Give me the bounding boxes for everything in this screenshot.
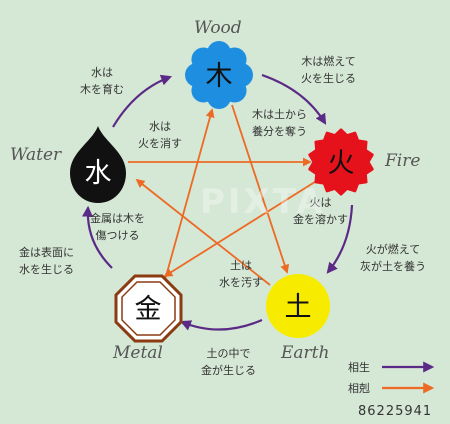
arrow-earth-to-metal <box>179 318 263 331</box>
arrow-water-to-wood <box>112 74 173 128</box>
water-node: 水 <box>70 126 126 203</box>
arrow-earth-to-water <box>135 178 271 286</box>
metal-octagon <box>114 274 183 343</box>
caption-wood-earth: 木は土から 養分を奪う <box>252 108 307 138</box>
wood-node: 木 <box>185 41 253 109</box>
caption-metal-wood: 金属は木を 傷つける <box>90 212 145 242</box>
wood-english-label: Wood <box>194 18 242 38</box>
wood-core <box>195 51 243 99</box>
earth-english-label: Earth <box>281 343 330 363</box>
wood-kanji: 木 <box>206 61 233 92</box>
arrow-fire-to-earth <box>326 204 354 274</box>
metal-octagon-inner <box>121 281 176 336</box>
caption-earth-metal: 土の中で 金が生じる <box>201 347 256 377</box>
caption-earth-water: 土は 水を汚す <box>219 259 263 289</box>
arrow-metal-to-wood <box>164 108 215 281</box>
fire-kanji: 火 <box>328 148 355 179</box>
earth-circle <box>266 274 330 338</box>
caption-fire-earth: 火が燃えて 灰が土を養う <box>360 243 426 273</box>
caption-water-wood: 水は 木を育む <box>80 66 124 96</box>
legend-overcoming-label: 相剋 <box>348 382 370 395</box>
caption-fire-metal: 火は 金を溶かす <box>293 196 348 226</box>
arrow-wood-to-earth <box>231 104 290 274</box>
earth-kanji: 土 <box>285 292 312 323</box>
metal-kanji: 金 <box>135 294 162 325</box>
fire-scalloped-shape <box>308 128 374 196</box>
legend-generating-label: 相生 <box>348 361 370 374</box>
earth-node: 土 <box>266 274 330 338</box>
arrow-fire-to-metal <box>163 179 319 277</box>
water-english-label: Water <box>10 145 62 165</box>
fire-node: 火 <box>308 128 374 196</box>
caption-metal-water: 金は表面に 水を生じる <box>19 246 74 276</box>
water-kanji: 水 <box>85 158 112 189</box>
metal-node: 金 <box>114 274 183 343</box>
metal-english-label: Metal <box>113 343 163 363</box>
fire-english-label: Fire <box>385 151 421 171</box>
arrow-metal-to-water <box>81 205 113 269</box>
arrow-wood-to-fire <box>261 73 327 125</box>
caption-wood-fire: 木は燃えて 火を生じる <box>301 55 356 85</box>
pixta-watermark: PIXTA <box>200 182 326 222</box>
water-drop-shape <box>70 126 126 203</box>
stock-id: 86225941 <box>358 404 433 419</box>
caption-water-fire: 水は 火を消す <box>138 120 182 150</box>
